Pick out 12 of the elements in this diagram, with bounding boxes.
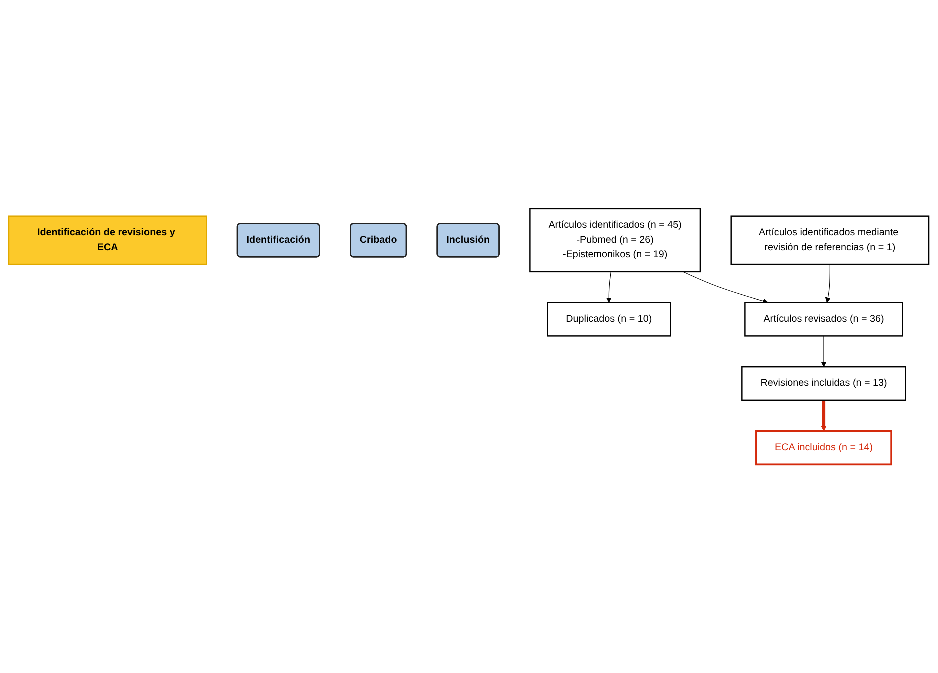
arrow [682, 271, 768, 304]
arrow [606, 271, 612, 303]
node-box: Identificación de revisiones y ECA [8, 215, 208, 265]
node-box: Revisiones incluidas (n = 13) [742, 366, 906, 401]
node-box: Artículos identificados (n = 45) -Pubmed (n = 26) -Epistemonikos (n = 19) [530, 208, 702, 272]
arrow [821, 336, 827, 367]
arrow [821, 400, 827, 432]
arrow [825, 264, 831, 303]
node-box: Artículos revisados (n = 36) [744, 302, 904, 336]
node-box: Artículos identificados mediante revisión de referencias (n = 1) [730, 215, 930, 265]
node-box: Duplicados (n = 10) [547, 302, 672, 336]
node-box: ECA incluidos (n = 14) [756, 430, 892, 466]
